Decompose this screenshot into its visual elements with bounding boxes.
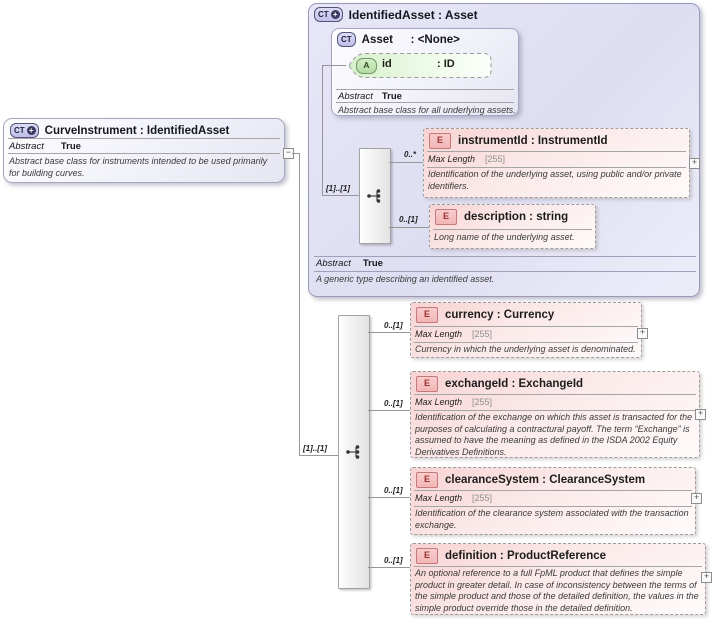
expand-toggle[interactable]: +: [691, 493, 702, 504]
divider: [414, 566, 702, 567]
connector-line: [299, 455, 338, 456]
divider: [8, 138, 280, 139]
element-box-instrumentid[interactable]: E instrumentId : InstrumentId Max Length…: [423, 128, 690, 198]
element-title: instrumentId : InstrumentId: [458, 135, 608, 147]
abstract-label: Abstract: [9, 141, 44, 152]
divider: [336, 89, 514, 90]
expand-toggle[interactable]: +: [695, 409, 706, 420]
complex-type-plus-icon: CT+: [314, 7, 343, 22]
sequence-compositor[interactable]: [338, 315, 370, 589]
connector-line: [389, 227, 429, 228]
cardinality-label: 0..[1]: [384, 321, 403, 330]
attribute-name: id: [382, 58, 392, 70]
abstract-value: True: [381, 91, 402, 102]
annotation-text: An optional reference to a full FpML pro…: [415, 568, 699, 614]
connector-line: [368, 567, 410, 568]
abstract-label: Abstract: [338, 91, 373, 102]
divider: [314, 271, 696, 272]
divider: [427, 151, 686, 152]
connector-line: [322, 195, 359, 196]
annotation-text: Abstract base class for all underlying a…: [338, 105, 516, 115]
connector-line: [368, 497, 410, 498]
maxlength-label: Max Length: [415, 397, 463, 407]
annotation-text: Identification of the exchange on which …: [415, 412, 693, 458]
cardinality-label: 0..[1]: [384, 556, 403, 565]
sequence-icon: [367, 189, 381, 203]
attribute-shape: [348, 53, 492, 78]
complex-type-icon: CT: [337, 32, 356, 47]
maxlength-label: Max Length: [415, 329, 463, 339]
divider: [414, 342, 638, 343]
sequence-icon: [346, 445, 360, 459]
connector-line: [299, 153, 300, 455]
attribute-type: : ID: [437, 58, 455, 70]
divider: [314, 256, 696, 257]
connector-line: [368, 410, 410, 411]
divider: [433, 229, 592, 230]
attribute-box-id[interactable]: A id : ID: [345, 52, 493, 79]
expand-toggle[interactable]: +: [701, 572, 712, 583]
attribute-icon: A: [356, 58, 377, 74]
annotation-text: Long name of the underlying asset.: [434, 232, 575, 242]
cardinality-label: 0..[1]: [384, 399, 403, 408]
maxlength-value: [255]: [472, 397, 493, 407]
complex-type-box-curveinstrument[interactable]: CT+ CurveInstrument : IdentifiedAsset Ab…: [3, 118, 285, 183]
maxlength-label: Max Length: [415, 493, 463, 503]
divider: [414, 394, 696, 395]
divider: [414, 326, 638, 327]
abstract-value: True: [362, 258, 383, 269]
element-icon: E: [416, 472, 438, 488]
element-title: currency : Currency: [445, 309, 555, 321]
cardinality-label: [1]..[1]: [303, 444, 327, 453]
divider: [414, 410, 696, 411]
annotation-text: A generic type describing an identified …: [316, 274, 495, 284]
maxlength-value: [255]: [485, 154, 506, 164]
element-icon: E: [416, 548, 438, 564]
connector-line: [322, 65, 323, 195]
abstract-value: True: [60, 141, 81, 152]
element-icon: E: [435, 209, 457, 225]
annotation-text: Currency in which the underlying asset i…: [415, 344, 636, 354]
base-name: Asset: [361, 33, 393, 46]
annotation-text: Abstract base class for instruments inte…: [9, 156, 268, 178]
element-box-description[interactable]: E description : string Long name of the …: [429, 204, 596, 249]
divider: [336, 102, 514, 103]
element-box-definition[interactable]: E definition : ProductReference An optio…: [410, 543, 706, 615]
complex-type-plus-icon: CT+: [10, 123, 39, 138]
divider: [414, 490, 692, 491]
connector-line: [368, 332, 410, 333]
sequence-compositor[interactable]: [359, 148, 391, 244]
cardinality-label: [1]..[1]: [326, 184, 350, 193]
connector-line: [389, 162, 423, 163]
element-box-currency[interactable]: E currency : Currency Max Length [255] C…: [410, 302, 642, 358]
box-title: IdentifiedAsset : Asset: [348, 7, 478, 22]
element-title: definition : ProductReference: [445, 550, 607, 562]
maxlength-value: [255]: [472, 493, 493, 503]
box-title: CurveInstrument : IdentifiedAsset: [44, 124, 230, 137]
expand-toggle[interactable]: +: [689, 158, 700, 169]
element-title: exchangeId : ExchangeId: [445, 378, 584, 390]
element-title: clearanceSystem : ClearanceSystem: [445, 474, 646, 486]
element-icon: E: [416, 307, 438, 323]
annotation-text: Identification of the clearance system a…: [415, 508, 689, 530]
connector-line: [322, 65, 346, 66]
divider: [8, 153, 280, 154]
annotation-text: Identification of the underlying asset, …: [428, 169, 682, 191]
expand-toggle[interactable]: +: [637, 328, 648, 339]
element-title: description : string: [464, 211, 569, 223]
cardinality-label: 0..[1]: [384, 486, 403, 495]
divider: [427, 167, 686, 168]
base-type: : <None>: [410, 33, 460, 46]
maxlength-value: [255]: [472, 329, 493, 339]
element-box-clearancesystem[interactable]: E clearanceSystem : ClearanceSystem Max …: [410, 467, 696, 535]
connector-line: [292, 153, 300, 154]
cardinality-label: 0..[1]: [399, 215, 418, 224]
maxlength-label: Max Length: [428, 154, 476, 164]
element-icon: E: [416, 376, 438, 392]
element-box-exchangeid[interactable]: E exchangeId : ExchangeId Max Length [25…: [410, 371, 700, 458]
element-icon: E: [429, 133, 451, 149]
cardinality-label: 0..*: [404, 150, 417, 159]
abstract-label: Abstract: [316, 258, 351, 269]
divider: [414, 506, 692, 507]
